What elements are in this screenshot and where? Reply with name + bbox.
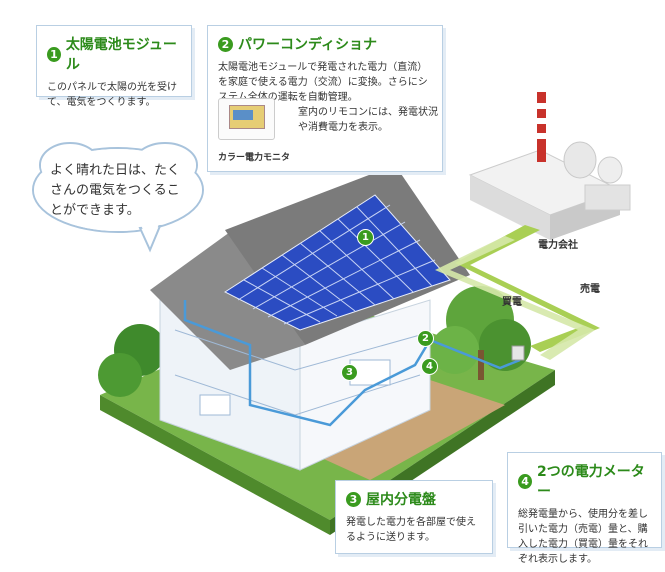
number-badge-3: 3 [346,492,361,507]
color-monitor-caption: カラー電力モニタ [218,150,290,163]
remote-description: 室内のリモコンには、発電状況や消費電力を表示。 [298,105,438,135]
distribution-board-description: 発電した電力を各部屋で使えるように送ります。 [346,515,482,545]
callout-power-meters-title: 4 2つの電力メーター [518,461,651,501]
power-plant [470,92,630,240]
buy-power-label: 買電 [502,293,522,308]
power-conditioner-title: パワーコンディショナ [238,34,377,54]
marker-1: 1 [357,229,374,246]
callout-distribution-board: 3 屋内分電盤 発電した電力を各部屋で使えるように送ります。 [335,480,493,554]
solar-module-description: このパネルで太陽の光を受けて、電気をつくります。 [47,80,181,110]
speech-bubble-text: よく晴れた日は、たくさんの電気をつくることができます。 [50,161,180,221]
callout-distribution-board-title: 3 屋内分電盤 [346,489,482,509]
marker-4: 4 [421,358,438,375]
number-badge-1: 1 [47,47,61,62]
sell-power-label: 売電 [580,280,600,295]
number-badge-2: 2 [218,37,233,52]
power-meters-description: 総発電量から、使用分を差し引いた電力（売電）量と、購入した電力（買電）量をそれぞ… [518,507,651,567]
marker-2: 2 [417,330,434,347]
callout-solar-module-title: 1 太陽電池モジュール [47,34,181,74]
color-monitor-icon [218,98,275,140]
marker-3: 3 [341,364,358,381]
callout-solar-module: 1 太陽電池モジュール このパネルで太陽の光を受けて、電気をつくります。 [36,25,192,97]
number-badge-4: 4 [518,474,532,489]
solar-module-title: 太陽電池モジュール [66,34,181,74]
power-company-label: 電力会社 [538,236,578,251]
callout-power-meters: 4 2つの電力メーター 総発電量から、使用分を差し引いた電力（売電）量と、購入し… [507,452,662,548]
callout-power-conditioner-title: 2 パワーコンディショナ [218,34,432,54]
distribution-board-title: 屋内分電盤 [366,489,436,509]
power-meters-title: 2つの電力メーター [537,461,651,501]
